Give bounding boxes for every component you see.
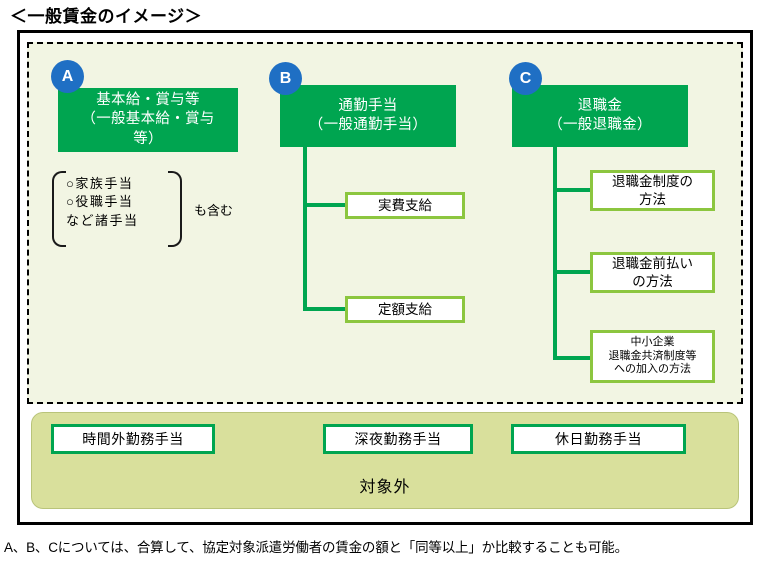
branch-box-sme-mutual-aid-label: 中小企業 退職金共済制度等 への加入の方法 [609, 336, 697, 377]
branch-box-retirement-prepayment-label: 退職金前払い の方法 [612, 255, 693, 290]
category-box-a-label: 基本給・賞与等 （一般基本給・賞与 等） [58, 91, 238, 148]
badge-b: B [269, 62, 302, 95]
badge-c: C [509, 62, 542, 95]
branch-box-sme-mutual-aid: 中小企業 退職金共済制度等 への加入の方法 [590, 330, 715, 383]
connector-b-branch-1 [303, 203, 348, 207]
category-box-c-line1: 退職金 [577, 97, 623, 114]
c-box-3-line3: への加入の方法 [614, 363, 691, 376]
c-box-2-line2: の方法 [632, 273, 673, 289]
c-box-2-line1: 退職金前払い [612, 255, 693, 271]
badge-a: A [51, 60, 84, 93]
connector-b-trunk [303, 147, 307, 311]
c-box-1-line1: 退職金制度の [612, 173, 693, 189]
category-box-b-line1: 通勤手当 [338, 97, 398, 114]
category-box-a: 基本給・賞与等 （一般基本給・賞与 等） [58, 88, 238, 152]
allowance-note-group: ○家族手当 ○役職手当 など諸手当 も含む [52, 170, 267, 248]
page-title: ＜一般賃金のイメージ＞ [10, 7, 203, 26]
allowance-list: ○家族手当 ○役職手当 など諸手当 [66, 175, 168, 230]
branch-box-fixed-amount: 定額支給 [345, 296, 465, 323]
connector-c-branch-3 [553, 356, 593, 360]
connector-c-branch-1 [553, 188, 593, 192]
category-box-b-line2: （一般通勤手当） [308, 117, 428, 133]
allowance-bracket: ○家族手当 ○役職手当 など諸手当 [52, 171, 182, 247]
connector-c-trunk [553, 147, 557, 360]
branch-box-actual-expense: 実費支給 [345, 192, 465, 219]
allowance-item-family: ○家族手当 [66, 176, 134, 191]
c-box-1-line2: 方法 [639, 191, 666, 207]
category-box-a-line1: 基本給・賞与等 [96, 92, 200, 109]
excluded-region-label: 対象外 [359, 479, 411, 496]
category-box-b-label: 通勤手当 （一般通勤手当） [280, 97, 456, 135]
connector-c-branch-2 [553, 270, 593, 274]
allowance-item-position: ○役職手当 [66, 194, 134, 210]
category-box-c: 退職金 （一般退職金） [512, 85, 688, 147]
excluded-box-latenight: 深夜勤務手当 [323, 424, 473, 454]
branch-box-retirement-system: 退職金制度の 方法 [590, 170, 715, 211]
excluded-box-holiday: 休日勤務手当 [511, 424, 686, 454]
category-box-a-line3: 等） [133, 130, 163, 147]
footer-note: A、B、Cについては、合算して、協定対象派遣労働者の賃金の額と「同等以上」か比較… [4, 540, 628, 555]
branch-box-retirement-prepayment: 退職金前払い の方法 [590, 252, 715, 293]
category-box-b: 通勤手当 （一般通勤手当） [280, 85, 456, 147]
excluded-box-overtime: 時間外勤務手当 [51, 424, 215, 454]
allowance-item-other: など諸手当 [66, 212, 139, 228]
c-box-3-line2: 退職金共済制度等 [608, 349, 697, 362]
c-box-3-line1: 中小企業 [630, 335, 675, 348]
category-box-c-line2: （一般退職金） [548, 117, 652, 133]
allowance-note-suffix: も含む [194, 202, 234, 218]
connector-b-branch-2 [303, 307, 348, 311]
category-box-a-line2: （一般基本給・賞与 [81, 111, 215, 128]
category-box-c-label: 退職金 （一般退職金） [512, 97, 688, 135]
branch-box-retirement-system-label: 退職金制度の 方法 [612, 173, 693, 208]
